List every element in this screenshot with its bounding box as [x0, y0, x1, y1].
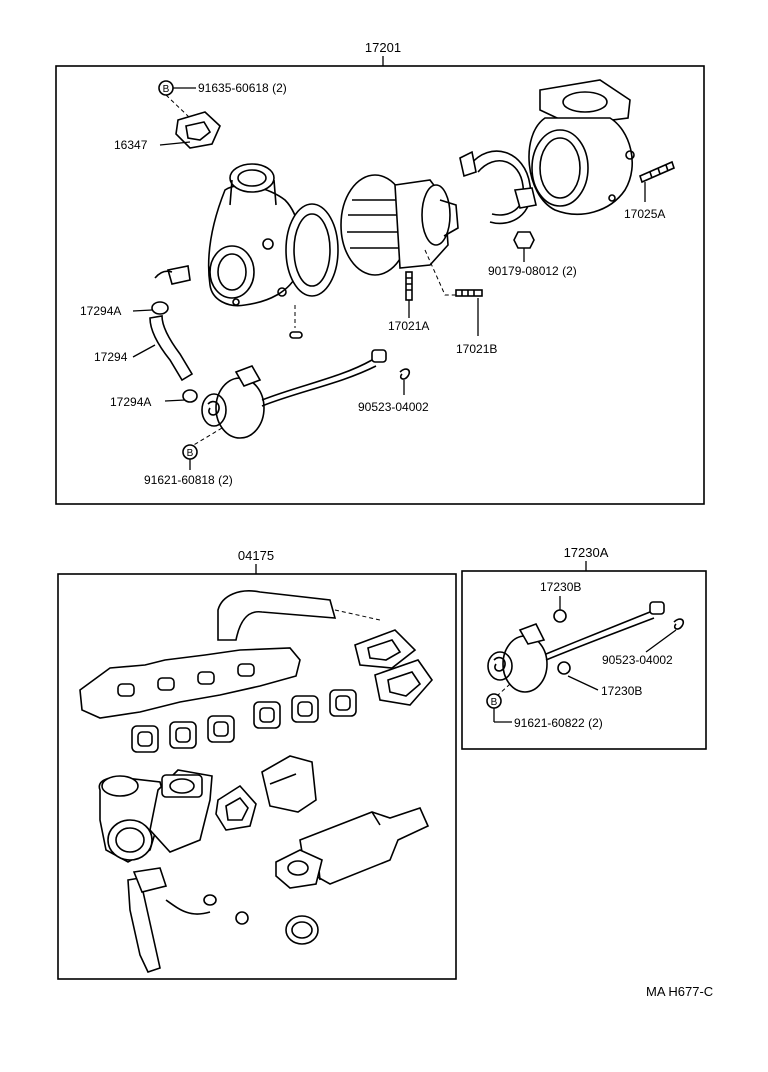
main-assembly-frame	[55, 65, 705, 505]
diagram-code: MA H677-C	[646, 984, 713, 999]
actuator-frame	[461, 570, 707, 750]
leader-line	[567, 675, 599, 691]
dashed-leader	[191, 427, 223, 447]
label-91635-60618: 91635-60618 (2)	[198, 81, 287, 95]
bushing-shape	[553, 609, 567, 623]
badge-letter: B	[491, 697, 498, 708]
gasket-kit-frame	[57, 573, 457, 980]
hose-fitting-shape	[154, 265, 191, 285]
hose-shape	[149, 315, 194, 382]
gasket-16347-shape	[175, 111, 221, 149]
label-17021A: 17021A	[388, 319, 429, 333]
leader-line	[645, 629, 677, 653]
leader-line	[132, 344, 156, 358]
cartridge-shape	[340, 174, 459, 276]
label-17025A: 17025A	[624, 207, 665, 221]
actuator-17230A-shape	[487, 601, 665, 693]
dashed-leader	[165, 94, 191, 119]
stud-17025A-shape	[639, 160, 675, 184]
label-17294A-top: 17294A	[80, 304, 121, 318]
assembly-number-17230A: 17230A	[564, 545, 609, 560]
clip-shape	[151, 301, 169, 315]
dashed-leader	[497, 683, 511, 696]
badge-letter: B	[163, 84, 170, 95]
nut-shape	[513, 231, 535, 249]
bushing-shape	[557, 661, 571, 675]
leader-line	[159, 141, 191, 146]
label-90179-08012: 90179-08012 (2)	[488, 264, 577, 278]
label-90523-04002: 90523-04002	[358, 400, 429, 414]
label-91621-60822: 91621-60822 (2)	[514, 716, 603, 730]
label-17294: 17294	[94, 350, 128, 364]
leader-line	[132, 309, 153, 312]
turbine-housing-shape	[528, 79, 635, 216]
label-91621-60818: 91621-60818 (2)	[144, 473, 233, 487]
clip-shape	[182, 389, 198, 403]
pin-shape	[289, 331, 303, 339]
assembly-number-04175: 04175	[238, 548, 274, 563]
clamp-shape	[459, 150, 537, 225]
assembly-number-17201: 17201	[365, 40, 401, 55]
label-90523-04002-b: 90523-04002	[602, 653, 673, 667]
actuator-shape	[201, 349, 387, 439]
badge-letter: B	[187, 448, 194, 459]
compressor-housing-shape	[207, 163, 302, 307]
clip-90523-shape	[399, 368, 411, 380]
label-17294A-bottom: 17294A	[110, 395, 151, 409]
label-16347: 16347	[114, 138, 148, 152]
backplate-shape	[285, 203, 339, 297]
gasket-kit-drawing	[79, 590, 434, 973]
leader-line	[164, 399, 186, 402]
clip-90523-shape	[673, 618, 685, 630]
stud-17021A-shape	[405, 271, 413, 301]
label-17230B-bottom: 17230B	[601, 684, 642, 698]
dashed-leader	[424, 249, 460, 296]
label-17230B-top: 17230B	[540, 580, 581, 594]
label-17021B: 17021B	[456, 342, 497, 356]
stud-17021B-shape	[455, 289, 483, 297]
